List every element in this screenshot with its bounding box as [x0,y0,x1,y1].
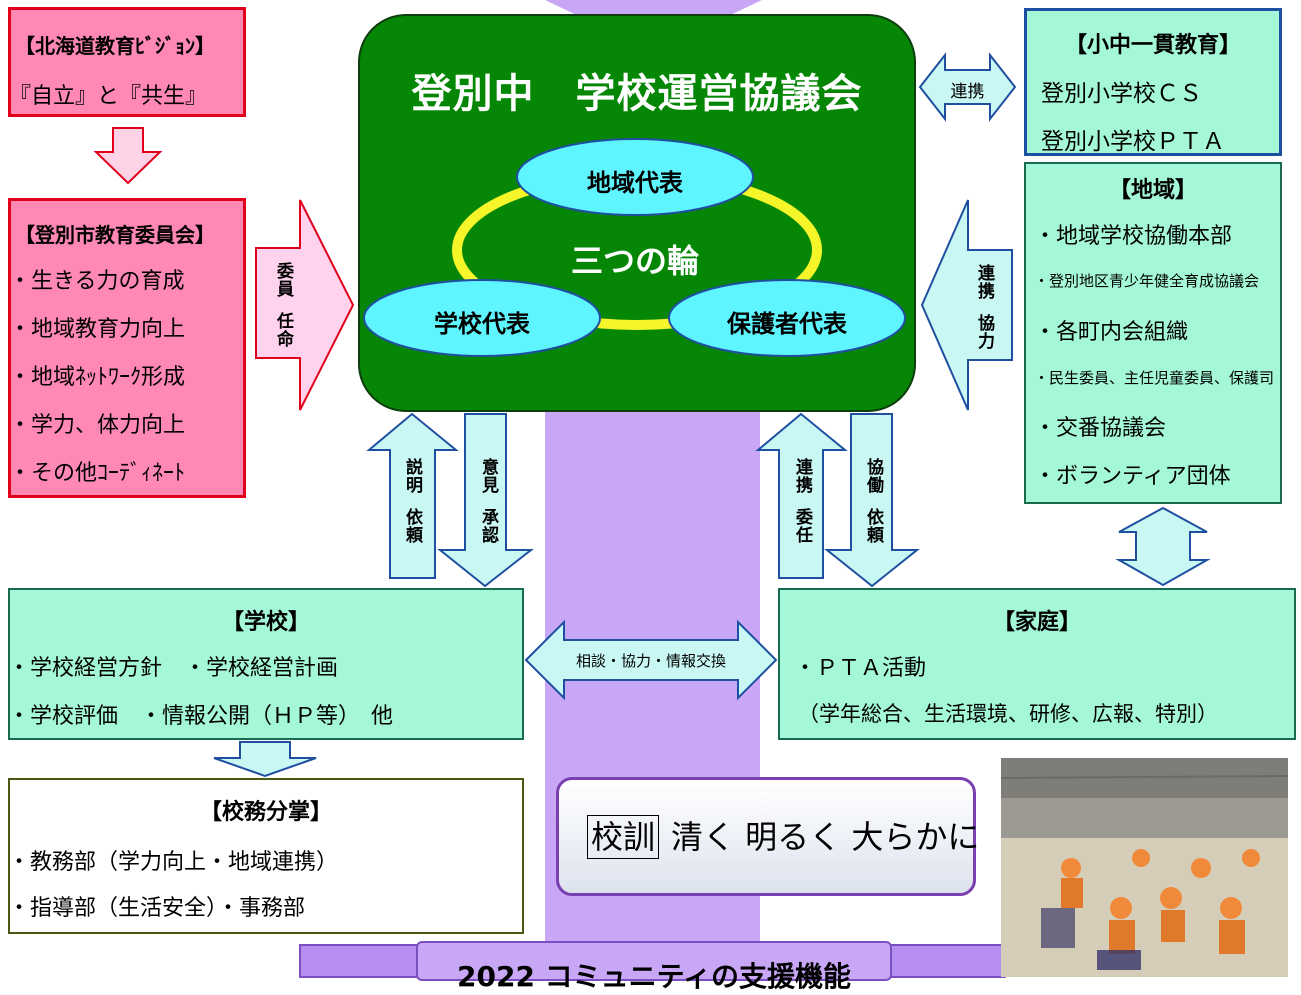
region-box: 【地域】 ・地域学校協働本部 ・登別地区青少年健全育成協議会 ・各町内会組織 ・… [1024,162,1282,504]
home-down-label-2: 依頼 [863,508,883,544]
appoint-label-1: 委員 [273,262,293,298]
duties-item: ・指導部（生活安全）・事務部 [8,896,306,921]
school-up-label-1: 説明 [402,458,422,494]
ikkan-item: 登別小学校ＣＳ [1041,81,1202,107]
city-board-item: ・その他ｺｰﾃﾞｨﾈｰﾄ [9,461,186,486]
motto-box: 校訓 清く 明るく 大らかに [556,777,980,896]
ikkan-education-box: 【小中一貫教育】 登別小学校ＣＳ 登別小学校ＰＴＡ [1024,8,1282,156]
home-up-label-1: 連携 [792,458,812,494]
guardian-representative: 保護者代表 [727,310,847,338]
council-title: 登別中 学校運営協議会 [411,71,863,117]
school-duties-box: 【校務分掌】 ・教務部（学力向上・地域連携） ・指導部（生活安全）・事務部 [8,778,524,934]
guardian-ellipse [668,279,906,357]
home-box: 【家庭】 ・ＰＴＡ活動 （学年総合、生活環境、研修、広報、特別） [778,588,1296,740]
region-arrow-label-2: 協力 [974,314,994,350]
brass-band-photo [1001,758,1288,977]
appoint-label-2: 任命 [273,312,293,348]
city-board-item: ・生きる力の育成 [9,269,185,294]
ring-label: 三つの輪 [570,242,699,280]
region-item: ・民生委員、主任児童委員、保護司 [1034,369,1275,387]
region-item: ・交番協議会 [1034,416,1167,441]
motto-label: 校訓 [587,815,660,859]
ikkan-title: 【小中一貫教育】 [1064,33,1241,58]
home-line-2: （学年総合、生活環境、研修、広報、特別） [798,702,1218,726]
home-up-label-2: 委任 [792,508,812,544]
school-ellipse [363,279,601,357]
city-board-item: ・地域教育力向上 [9,317,186,342]
renkei-top-label: 連携 [950,82,985,102]
home-up-arrow [755,412,848,579]
hokkaido-vision-body: 『自立』と『共生』 [9,84,208,109]
hokkaido-vision-box: 【北海道教育ﾋﾞｼﾞｮﾝ】 『自立』と『共生』 [8,7,246,117]
duties-title: 【校務分掌】 [199,800,332,825]
school-up-label-2: 依頼 [402,508,422,544]
photo-scene [1001,758,1288,977]
region-item: ・登別地区青少年健全育成協議会 [1034,272,1260,290]
region-item: ・ボランティア団体 [1034,464,1231,489]
school-box: 【学校】 ・学校経営方針 ・学校経営計画 ・学校評価 ・情報公開（ＨＰ等） 他 [8,588,524,740]
school-line-1: ・学校経営方針 ・学校経営計画 [8,656,339,681]
home-down-arrow [824,413,920,588]
school-up-arrow [366,412,459,579]
school-line-2: ・学校評価 ・情報公開（ＨＰ等） 他 [8,704,394,729]
city-board-item: ・地域ﾈｯﾄﾜｰｸ形成 [9,365,186,390]
city-board-title: 【登別市教育委員会】 [15,223,215,247]
region-item: ・地域学校協働本部 [1034,224,1233,249]
duties-item: ・教務部（学力向上・地域連携） [8,850,339,875]
hokkaido-vision-title: 【北海道教育ﾋﾞｼﾞｮﾝ】 [15,34,215,58]
community-ellipse [516,138,754,216]
middle-arrow-label: 相談・協力・情報交換 [575,652,726,670]
ikkan-item: 登別小学校ＰＴＡ [1041,129,1225,155]
school-representative: 学校代表 [434,310,530,338]
region-arrow-label-1: 連携 [974,264,994,300]
school-down-label-2: 承認 [478,508,498,544]
school-title: 【学校】 [221,610,310,635]
school-down-label-1: 意見 [478,458,498,494]
home-down-label-1: 協働 [863,458,883,494]
region-title: 【地域】 [1108,178,1197,203]
school-down-arrow [437,413,534,588]
community-representative: 地域代表 [587,169,683,197]
support-banner-box: 2022 コミュニティの支援機能 [416,941,892,993]
home-title: 【家庭】 [992,610,1081,635]
motto-text: 清く 明るく 大らかに [671,818,980,856]
city-board-item: ・学力、体力向上 [9,413,186,438]
support-banner-text: 2022 コミュニティの支援機能 [457,960,851,993]
city-education-board-box: 【登別市教育委員会】 ・生きる力の育成 ・地域教育力向上 ・地域ﾈｯﾄﾜｰｸ形成… [8,198,246,498]
region-item: ・各町内会組織 [1034,320,1189,345]
home-line-1: ・ＰＴＡ活動 [794,656,927,681]
